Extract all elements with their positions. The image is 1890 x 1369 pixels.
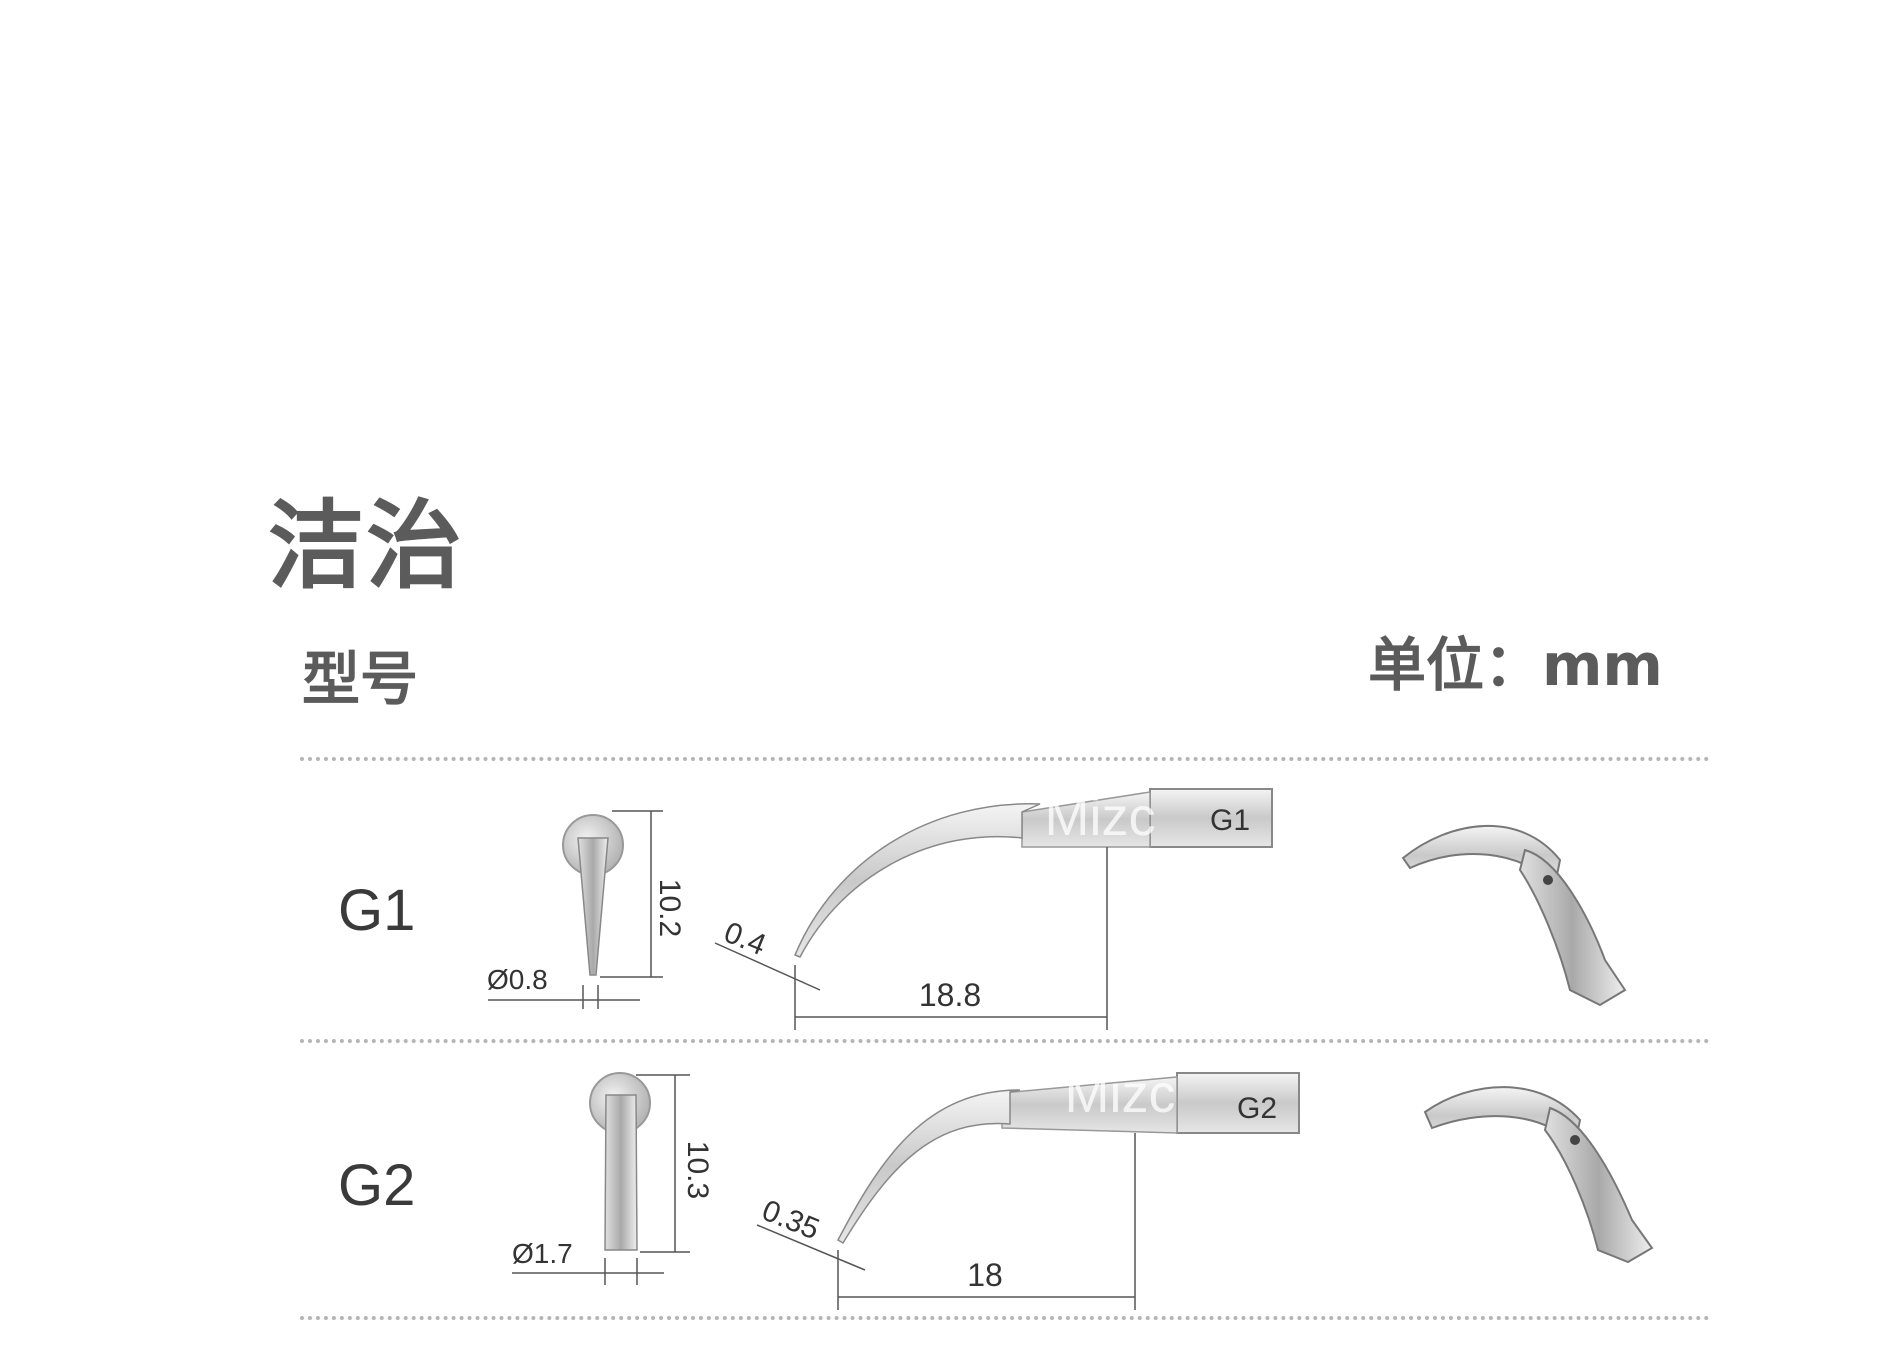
watermark-g1: Mizc	[1045, 787, 1156, 847]
divider-middle	[300, 1039, 1710, 1043]
g2-tip-diameter: Ø1.7	[512, 1238, 573, 1269]
g1-front-view	[488, 810, 663, 1009]
g2-side-view	[756, 1072, 1300, 1310]
unit-label: 单位：mm	[1368, 631, 1663, 699]
watermark-g2: Mizc	[1065, 1064, 1176, 1124]
g2-photo	[1423, 1086, 1654, 1264]
g1-horizontal-length: 18.8	[919, 977, 981, 1013]
g1-shank-label: G1	[1210, 804, 1250, 837]
divider-bottom	[300, 1316, 1710, 1320]
g1-tip-length: 10.2	[653, 879, 686, 937]
g1-tip-diameter: Ø0.8	[487, 964, 548, 995]
model-label-g1: G1	[338, 878, 416, 943]
divider-top	[300, 757, 1710, 761]
g2-horizontal-length: 18	[967, 1257, 1003, 1293]
g2-shank-label: G2	[1237, 1092, 1277, 1125]
model-label-g2: G2	[338, 1153, 416, 1218]
g2-tip-length: 10.3	[681, 1141, 714, 1199]
g1-side-view	[714, 788, 1273, 1030]
g1-photo	[1401, 825, 1627, 1007]
model-header: 型号	[302, 645, 419, 713]
page-title: 洁治	[268, 490, 464, 602]
g2-front-view	[512, 1072, 690, 1285]
g1-tip-end: 0.4	[719, 916, 770, 962]
